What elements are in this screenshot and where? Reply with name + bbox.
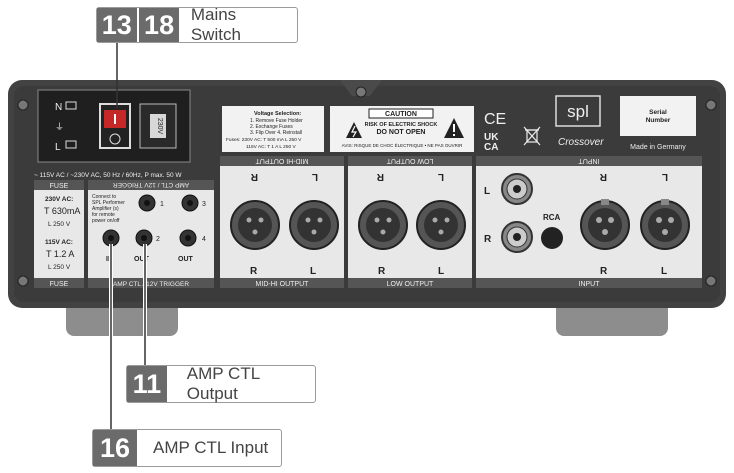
trigger-note-1: Connect to bbox=[92, 194, 116, 200]
ukca-mark-2: CA bbox=[484, 142, 498, 153]
input-r-top: R bbox=[599, 171, 607, 182]
ukca-mark-1: UK bbox=[484, 132, 499, 143]
fuse-voltage-label: 230V bbox=[156, 118, 163, 135]
caution-line-1: RISK OF ELECTRIC SHOCK bbox=[365, 122, 438, 128]
voltage-line-2: 2. Exchange Fuses bbox=[250, 124, 293, 130]
fuse-115-label: 115V AC: bbox=[45, 239, 73, 246]
midhi-top-label: MID-HI OUTPUT bbox=[255, 157, 309, 164]
callout-number-18: 18 bbox=[139, 8, 179, 42]
voltage-title: Voltage Selection: bbox=[254, 111, 301, 117]
midhi-r-bottom: R bbox=[250, 266, 258, 277]
input-r-side: R bbox=[484, 234, 492, 245]
low-top-label: LOW OUTPUT bbox=[386, 157, 433, 164]
fuse-panel-top: FUSE bbox=[50, 183, 69, 190]
fuse-230-l: L 250 V bbox=[48, 221, 71, 228]
caution-title: CAUTION bbox=[385, 111, 417, 118]
rca-selector-button[interactable] bbox=[541, 227, 563, 249]
spl-logo: spl bbox=[567, 102, 589, 121]
mains-switch-label: Mains Switch bbox=[190, 5, 241, 44]
serial-label-2: Number bbox=[646, 117, 671, 124]
input-r-bottom: R bbox=[600, 266, 608, 277]
input-bottom-label: INPUT bbox=[579, 281, 601, 288]
midhi-bottom-label: MID-HI OUTPUT bbox=[256, 281, 310, 288]
midhi-l-top: L bbox=[312, 171, 318, 182]
screw bbox=[17, 99, 29, 111]
made-in-label: Made in Germany bbox=[630, 144, 686, 151]
model-name: Crossover bbox=[558, 137, 604, 148]
input-top-label: INPUT bbox=[578, 157, 600, 164]
jack-num-3: 3 bbox=[202, 201, 206, 208]
midhi-l-bottom: L bbox=[310, 266, 316, 277]
shock-warning-icon bbox=[346, 122, 362, 138]
amp-ctl-input-label: AMP CTL Input bbox=[153, 438, 269, 457]
amp-ctl-input-callout: 16 AMP CTL Input bbox=[92, 429, 282, 467]
fuse-230-rating: T 630mA bbox=[44, 206, 80, 216]
fuse-115-rating: T 1.2 A bbox=[46, 249, 74, 259]
jack-num-1: 1 bbox=[160, 201, 164, 208]
amp-ctl-output-callout: 11 AMP CTL Output bbox=[126, 364, 316, 403]
low-bottom-label: LOW OUTPUT bbox=[387, 281, 434, 288]
low-r-bottom: R bbox=[378, 266, 386, 277]
callout-number-11: 11 bbox=[127, 366, 167, 402]
trigger-out-label-2: OUT bbox=[178, 256, 194, 263]
power-rating: ~ 115V AC / ~230V AC, 50 Hz / 60Hz, P ma… bbox=[34, 172, 182, 179]
ce-mark: CE bbox=[484, 111, 506, 128]
fuse-115-l: L 250 V bbox=[48, 264, 71, 271]
fuse-230-label: 230V AC: bbox=[45, 196, 73, 203]
low-l-bottom: L bbox=[438, 266, 444, 277]
trigger-title-top: AMP CTL / 12V TRIGGER bbox=[113, 181, 189, 188]
serial-label-1: Serial bbox=[649, 109, 667, 116]
trigger-note-5: power on/off bbox=[92, 218, 120, 224]
voltage-line-5: 115V AC: T 1 A L 250 V bbox=[246, 144, 296, 150]
mains-switch-callout: 13 18 Mains Switch bbox=[96, 5, 298, 44]
power-l-label: L bbox=[55, 142, 61, 153]
fuse-panel-bottom: FUSE bbox=[50, 281, 69, 288]
trigger-title-bottom: AMP CTL / 12V TRIGGER bbox=[113, 281, 189, 288]
voltage-line-4: Fuses: 230V AC: T 500 mA L 250 V bbox=[226, 137, 302, 143]
trigger-out-label-1: OUT bbox=[134, 256, 150, 263]
weee-bin-icon bbox=[523, 126, 541, 146]
rca-label: RCA bbox=[543, 213, 561, 222]
midhi-r-top: R bbox=[250, 171, 258, 182]
jack-num-2: 2 bbox=[156, 236, 160, 243]
low-l-top: L bbox=[438, 171, 444, 182]
low-r-top: R bbox=[376, 171, 384, 182]
input-l-top: L bbox=[662, 171, 668, 182]
callout-number-13: 13 bbox=[97, 8, 137, 42]
input-l-bottom: L bbox=[661, 266, 667, 277]
trigger-note-3: Amplifier (s) bbox=[92, 206, 119, 212]
power-n-label: N bbox=[55, 102, 62, 113]
amp-ctl-output-label: AMP CTL Output bbox=[186, 364, 260, 403]
voltage-line-1: 1. Remove Fuse Holder bbox=[250, 118, 303, 124]
caution-line-2: DO NOT OPEN bbox=[376, 129, 425, 136]
callout-number-16: 16 bbox=[93, 430, 137, 466]
voltage-line-3: 3. Flip Over 4. Reinstall bbox=[250, 130, 302, 136]
svg-text:⏚: ⏚ bbox=[55, 122, 64, 132]
input-l-side: L bbox=[484, 186, 490, 197]
caution-line-3: AVIS: RISQUE DE CHOC ÉLECTRIQUE • NE PAS… bbox=[342, 142, 463, 148]
trigger-note-4: for remote bbox=[92, 212, 115, 218]
jack-num-4: 4 bbox=[202, 236, 206, 243]
trigger-note-2: SPL Performer bbox=[92, 200, 125, 206]
